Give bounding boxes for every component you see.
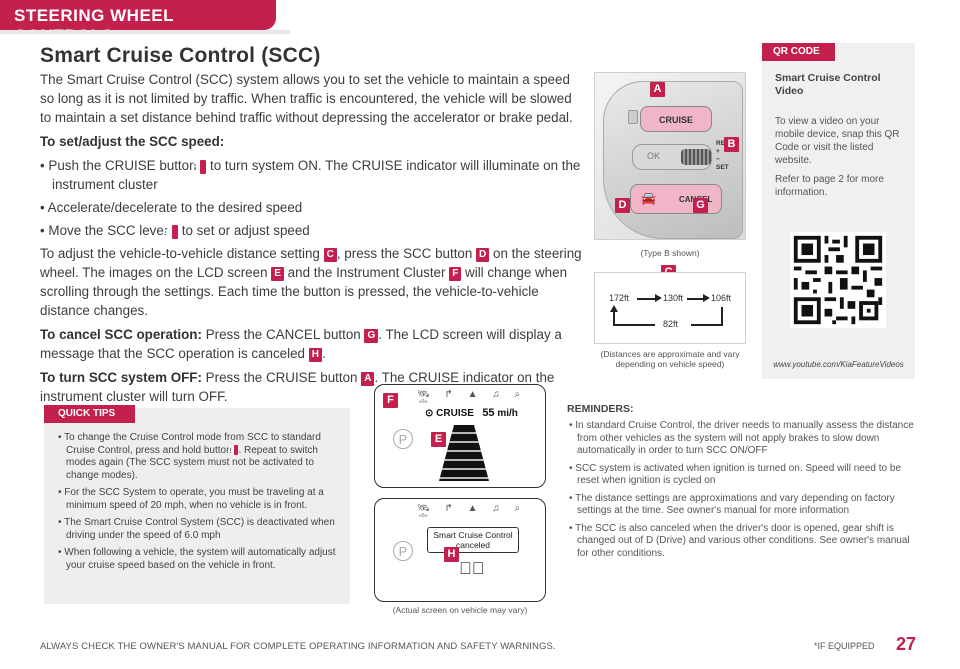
callout-b: B: [724, 137, 739, 152]
arrow-line: [687, 298, 705, 300]
p-icon: P: [393, 541, 413, 561]
off-paragraph: To turn SCC system OFF: Press the CRUISE…: [40, 370, 555, 404]
qr-code-image[interactable]: [790, 232, 886, 328]
distance-car-icon: 🚘: [641, 191, 656, 205]
wheel-spoke: CRUISE OK RES+−SET 🚘 CANCEL: [603, 81, 743, 239]
set-bullet-1: • Push the CRUISE button A to turn syste…: [40, 158, 581, 192]
scc-lever: [681, 149, 711, 165]
arrow-line: [613, 309, 615, 325]
cancel-paragraph: To cancel SCC operation: Press the CANCE…: [40, 327, 562, 362]
distance-82: 82ft: [663, 319, 679, 329]
lcd-screen-canceled: 🛰 ↱ ▲ ♫ ⌕ ⚙ P Smart Cruise Controlcancel…: [374, 498, 546, 602]
callout-a: A: [650, 82, 665, 97]
arrow-head: [610, 305, 618, 312]
reminders-title: REMINDERS:: [567, 403, 634, 415]
footer-if-equipped: *IF EQUIPPED: [814, 641, 875, 651]
switch-icon: [628, 110, 638, 124]
cancel-car-icon: 🚘⃠: [459, 559, 485, 578]
lcd-screen-cruise: 🛰 ↱ ▲ ♫ ⌕ ⚙ P ⊙ CRUISE 55 mi/h: [374, 384, 546, 488]
callout-g: G: [693, 198, 708, 213]
reminders-list: • In standard Cruise Control, the driver…: [567, 420, 917, 565]
qr-title: Smart Cruise Control Video: [775, 72, 881, 97]
arrow-line: [691, 324, 723, 326]
letter-badge: E: [271, 267, 284, 281]
letter-badge: D: [228, 444, 239, 455]
section-tab-underline: [0, 30, 290, 34]
reminder-item: • In standard Cruise Control, the driver…: [569, 420, 914, 456]
letter-badge: A: [361, 372, 375, 386]
distance-bars: [439, 425, 489, 481]
reminder-item: • The distance settings are approximatio…: [569, 492, 895, 517]
footer-warning: ALWAYS CHECK THE OWNER'S MANUAL FOR COMP…: [40, 641, 556, 652]
steering-wheel-image: CRUISE OK RES+−SET 🚘 CANCEL: [594, 72, 746, 240]
quick-tips-list: • To change the Cruise Control mode from…: [58, 432, 342, 577]
cancel-button: 🚘 CANCEL: [630, 184, 722, 214]
lcd-caption: (Actual screen on vehicle may vary): [392, 605, 528, 615]
letter-badge: G: [364, 329, 379, 343]
page-title: Smart Cruise Control (SCC): [40, 44, 321, 67]
p-icon: P: [393, 429, 413, 449]
arrow-line: [613, 324, 655, 326]
distance-paragraph: To adjust the vehicle-to-vehicle distanc…: [40, 246, 582, 318]
set-bullet-2: • Accelerate/decelerate to the desired s…: [40, 200, 303, 215]
qr-text: To view a video on your mobile device, s…: [775, 116, 900, 198]
wheel-caption: (Type B shown): [640, 248, 700, 258]
arrow-line: [721, 307, 723, 325]
distance-130: 130ft: [663, 293, 684, 303]
section-tab: STEERING WHEEL CONTROLS: [0, 0, 276, 45]
distance-106: 106ft: [711, 293, 732, 303]
letter-badge: F: [449, 267, 462, 281]
letter-badge: H: [308, 348, 322, 362]
quick-tips-tab: QUICK TIPS: [44, 405, 135, 423]
page-number: 27: [896, 634, 917, 654]
letter-badge: A: [191, 160, 207, 174]
qr-tab: QR CODE: [762, 43, 835, 61]
ok-pad: OK: [632, 144, 712, 170]
tip-item: • The Smart Cruise Control System (SCC) …: [58, 517, 335, 541]
letter-badge: D: [476, 248, 490, 262]
distance-diagram: 172ft 130ft 106ft 82ft: [594, 272, 746, 344]
intro-paragraph: The Smart Cruise Control (SCC) system al…: [40, 72, 573, 125]
distance-172: 172ft: [609, 293, 630, 303]
quick-tips-panel: [44, 408, 350, 604]
reminder-item: • SCC system is activated when ignition …: [569, 462, 902, 487]
set-bullet-3: • Move the SCC lever B to set or adjust …: [40, 223, 310, 239]
set-heading: To set/adjust the SCC speed:: [40, 134, 225, 149]
letter-badge: C: [323, 248, 337, 262]
tip-item: • When following a vehicle, the system w…: [58, 547, 336, 571]
reminder-item: • The SCC is also canceled when the driv…: [569, 522, 910, 559]
tip-item: • For the SCC System to operate, you mus…: [58, 487, 324, 511]
lcd-display: ⊙ CRUISE 55 mi/h: [417, 403, 527, 483]
callout-d: D: [615, 198, 630, 213]
res-set-label: RES+−SET: [716, 140, 730, 171]
callout-f: F: [383, 393, 398, 408]
callout-e: E: [431, 432, 446, 447]
main-body: The Smart Cruise Control (SCC) system al…: [40, 70, 585, 411]
arrow-head: [703, 294, 710, 302]
letter-badge: B: [163, 225, 178, 239]
cruise-button: CRUISE: [640, 106, 712, 132]
cruise-speed-readout: ⊙ CRUISE 55 mi/h: [425, 407, 518, 419]
ok-label: OK: [647, 151, 661, 161]
callout-h: H: [444, 547, 459, 562]
qr-url-link[interactable]: www.youtube.com/KiaFeatureVideos: [773, 360, 904, 369]
arrow-line: [637, 298, 657, 300]
arrow-head: [655, 294, 662, 302]
tip-item: • To change the Cruise Control mode from…: [58, 432, 321, 481]
